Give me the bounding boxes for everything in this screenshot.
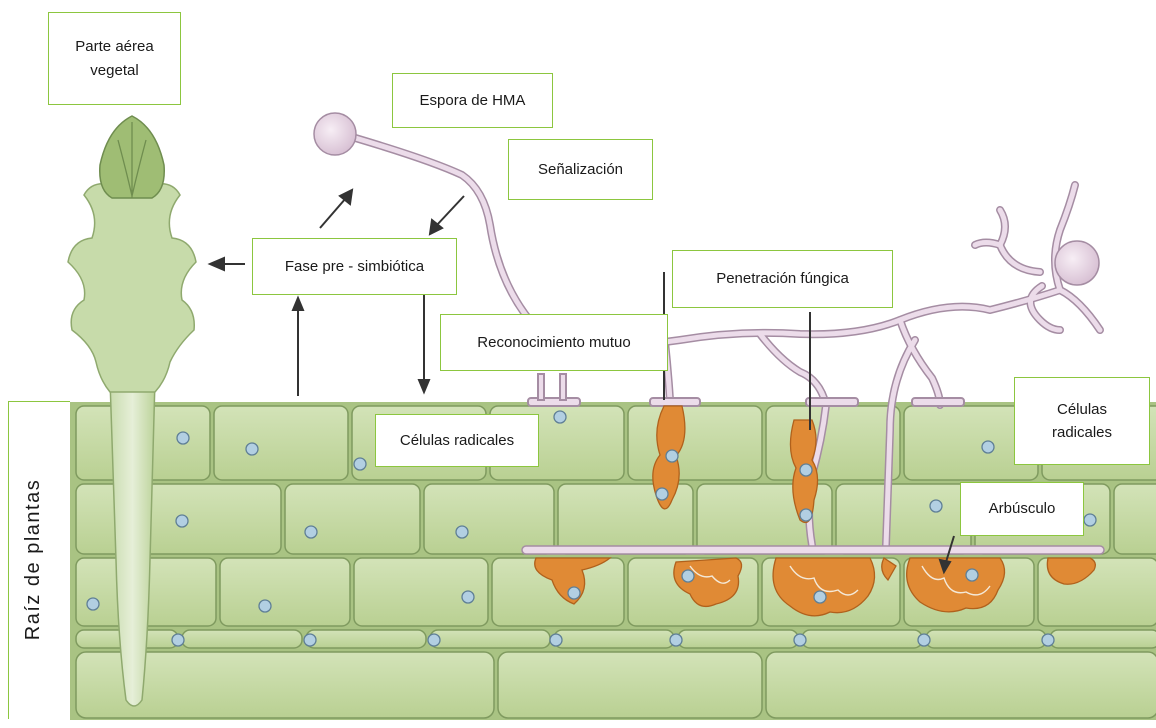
label-presymbiotic-phase: Fase pre - simbiótica (252, 238, 457, 295)
label-arbuscule: Arbúsculo (960, 482, 1084, 536)
label-aerial-part: Parte aérea vegetal (48, 12, 181, 105)
label-spore: Espora de HMA (392, 73, 553, 128)
spore-body (314, 113, 356, 155)
label-signaling: Señalización (508, 139, 653, 200)
label-plant-root-text: Raíz de plantas (23, 478, 46, 639)
label-root-cells-center: Células radicales (375, 414, 539, 467)
label-root-cells-right: Células radicales (1014, 377, 1150, 465)
spore-right-body (1055, 241, 1099, 285)
label-plant-root: Raíz de plantas (4, 400, 64, 718)
spore-left (314, 113, 540, 332)
label-fungal-penetration: Penetración fúngica (672, 250, 893, 308)
cell-row-4 (76, 630, 1156, 648)
intercellular-hypha (522, 546, 1104, 554)
label-mutual-recognition: Reconocimiento mutuo (440, 314, 668, 371)
cell-row-5 (76, 652, 1156, 718)
cell-row-1 (76, 406, 1156, 480)
